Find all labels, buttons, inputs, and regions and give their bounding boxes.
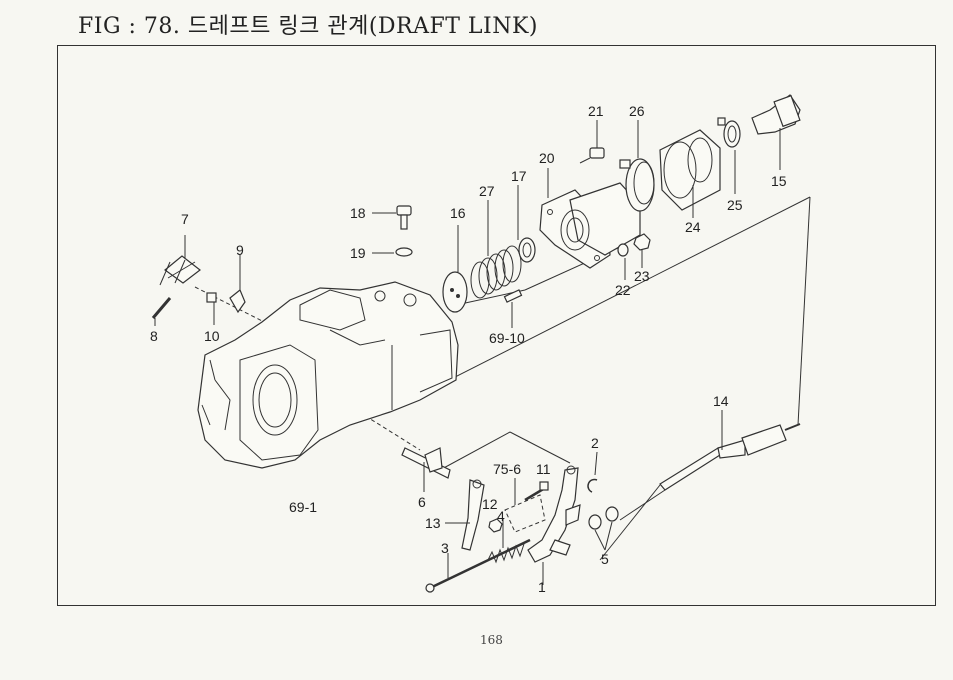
part-11-bolt [524,481,549,502]
label-p19: 19 [350,245,366,261]
part-13-lever [445,479,485,551]
label-p20: 20 [539,150,555,166]
label-p10: 10 [204,328,220,344]
figure-title: FIG : 78. 드레프트 링크 관계(DRAFT LINK) [78,14,538,39]
part-69-10-pin [503,289,523,328]
label-p69-10: 69-10 [489,330,525,346]
label-p3: 3 [441,540,449,556]
label-p26: 26 [629,103,645,119]
part-labels: 7 8 9 10 18 19 16 27 17 20 21 26 15 24 2… [150,103,787,595]
label-p5: 5 [601,551,609,567]
label-p22: 22 [615,282,631,298]
part-1-main-lever [527,465,581,585]
part-6-shaft [401,447,451,492]
transmission-housing [197,281,459,469]
part-9-bracket [229,255,246,314]
label-p21: 21 [588,103,604,119]
part-24-dust-boot [659,129,721,218]
label-p12: 12 [482,496,498,512]
diagram-frame [57,45,936,606]
label-p9: 9 [236,242,244,258]
part-23-nut [633,233,651,268]
part-7-lever-shaft [159,235,201,286]
label-p4: 4 [497,508,505,524]
part-14-draft-rod [659,410,801,491]
label-p15: 15 [771,173,787,189]
part-20-cylinder-housing [539,168,641,269]
part-4-spring [487,518,525,564]
label-p25: 25 [727,197,743,213]
label-p24: 24 [685,219,701,235]
label-p23: 23 [634,268,650,284]
label-p6: 6 [418,494,426,510]
part-17-ring [517,185,536,263]
page-number: 168 [480,633,503,647]
part-8-pin [151,297,172,326]
part-75-6-bracket [504,478,546,533]
part-27-spring [470,200,522,299]
label-p1: 1 [538,579,546,595]
label-p11: 11 [536,461,551,477]
label-p69-1: 69-1 [289,499,317,515]
part-10-bolt [206,292,217,325]
label-p13: 13 [425,515,441,531]
part-3-rod [425,538,531,593]
label-p75-6: 75-6 [493,461,521,477]
label-p17: 17 [511,168,527,184]
part-19-washer [372,247,413,257]
part-15-end-fitting [751,94,801,170]
label-p2: 2 [591,435,599,451]
label-p7: 7 [181,211,189,227]
part-21-bolt [579,120,605,164]
part-22-washer [617,243,629,280]
part-5-washers [588,506,619,551]
part-12-nut [488,518,503,533]
label-p27: 27 [479,183,495,199]
label-p14: 14 [713,393,729,409]
part-18-bolt [372,205,412,230]
part-25-clip [717,117,741,194]
label-p18: 18 [350,205,366,221]
label-p8: 8 [150,328,158,344]
part-2-clip [587,451,598,493]
part-26-clamp [619,120,655,212]
part-16-plate [442,225,468,313]
label-p16: 16 [450,205,466,221]
